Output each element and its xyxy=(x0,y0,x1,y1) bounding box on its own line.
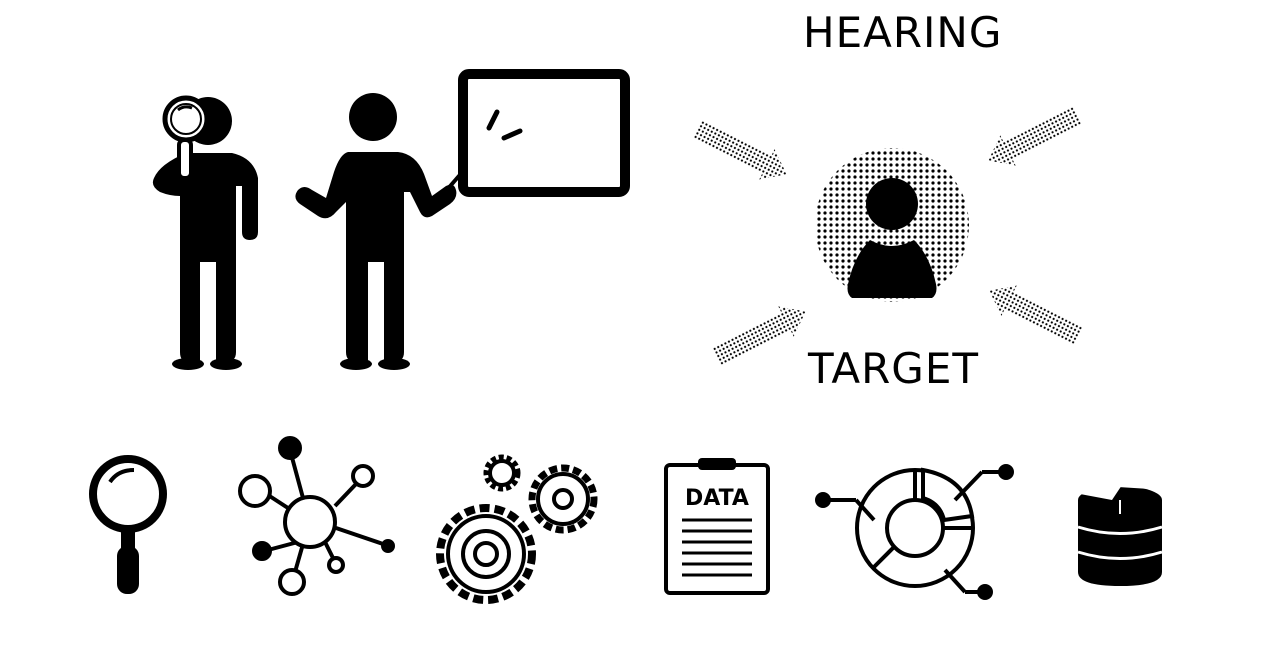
inspector-person-with-magnifier-icon xyxy=(152,95,258,370)
database-icon xyxy=(1077,483,1163,586)
arrow-top-right-icon xyxy=(988,106,1082,166)
arrow-bottom-left-icon xyxy=(712,306,806,366)
magnifier-icon xyxy=(89,455,167,594)
presenter-person-icon xyxy=(295,93,487,370)
circuit-chart-icon xyxy=(815,464,1014,600)
gears-icon xyxy=(436,454,598,604)
target-person-icon xyxy=(815,148,969,302)
arrow-bottom-right-icon xyxy=(989,285,1084,345)
arrow-top-left-icon xyxy=(692,120,787,180)
target-title: TARGET xyxy=(808,344,980,393)
data-clipboard-icon: DATA xyxy=(664,458,770,595)
data-label: DATA xyxy=(685,486,749,511)
whiteboard-icon xyxy=(458,69,630,197)
hearing-title: HEARING xyxy=(803,8,1003,57)
network-icon xyxy=(238,436,395,596)
